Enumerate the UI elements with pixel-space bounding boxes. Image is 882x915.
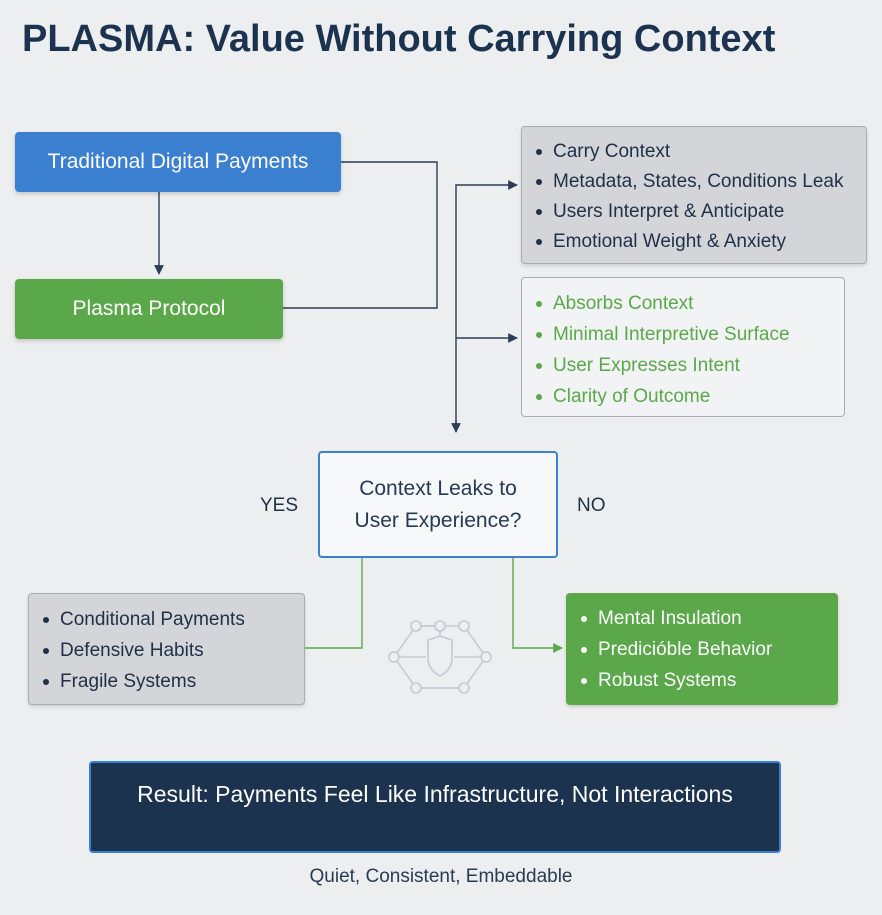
plasma-traits-list: Absorbs Context Minimal Interpretive Sur… bbox=[521, 277, 845, 417]
tagline: Quiet, Consistent, Embeddable bbox=[309, 866, 573, 887]
list-item: Mental Insulation bbox=[578, 603, 838, 634]
list-item: Predicióble Behavior bbox=[578, 634, 838, 665]
page-title: PLASMA: Value Without Carrying Context bbox=[22, 18, 776, 60]
result-banner: Result: Payments Feel Like Infrastructur… bbox=[89, 761, 781, 853]
list-item: Metadata, States, Conditions Leak bbox=[533, 167, 866, 197]
list-item: Users Interpret & Anticipate bbox=[533, 197, 866, 227]
decision-node: Context Leaks to User Experience? bbox=[318, 451, 558, 558]
yes-outcomes-list: Conditional Payments Defensive Habits Fr… bbox=[28, 593, 305, 705]
list-item: Clarity of Outcome bbox=[533, 381, 844, 412]
shield-network-icon bbox=[388, 620, 492, 694]
list-item: Conditional Payments bbox=[40, 604, 304, 635]
list-item: Defensive Habits bbox=[40, 635, 304, 666]
no-label: NO bbox=[577, 495, 606, 516]
list-item: Emotional Weight & Anxiety bbox=[533, 227, 866, 257]
result-text: Result: Payments Feel Like Infrastructur… bbox=[137, 781, 733, 807]
connector-trunk bbox=[455, 180, 518, 432]
plasma-protocol-label: Plasma Protocol bbox=[72, 297, 226, 320]
yes-label: YES bbox=[260, 495, 299, 516]
list-item: Fragile Systems bbox=[40, 666, 304, 697]
traditional-traits-list: Carry Context Metadata, States, Conditio… bbox=[521, 126, 867, 264]
list-item: Robust Systems bbox=[578, 665, 838, 696]
no-outcomes-list: Mental Insulation Predicióble Behavior R… bbox=[566, 593, 838, 705]
decision-line-1: Context Leaks to bbox=[359, 476, 517, 500]
connector-yes-branch bbox=[305, 558, 363, 649]
list-item: Absorbs Context bbox=[533, 288, 844, 319]
decision-line-2: User Experience? bbox=[354, 508, 522, 532]
connector-no-branch bbox=[512, 558, 563, 653]
list-item: User Expresses Intent bbox=[533, 350, 844, 381]
traditional-payments-node: Traditional Digital Payments bbox=[15, 132, 341, 192]
plasma-protocol-node: Plasma Protocol bbox=[15, 279, 283, 339]
traditional-payments-label: Traditional Digital Payments bbox=[47, 150, 309, 173]
list-item: Minimal Interpretive Surface bbox=[533, 319, 844, 350]
list-item: Carry Context bbox=[533, 137, 866, 167]
